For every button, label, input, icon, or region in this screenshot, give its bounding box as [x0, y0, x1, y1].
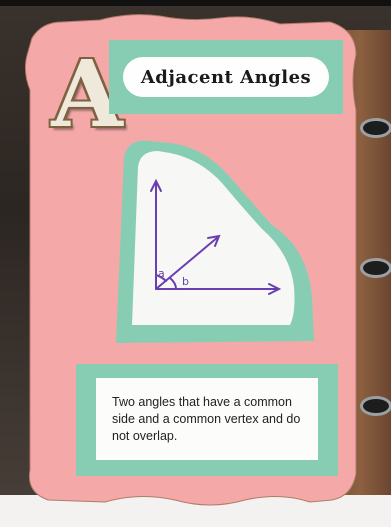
binder-ring — [360, 118, 391, 138]
definition-plate: Two angles that have a common side and a… — [76, 364, 338, 476]
diagonal-arrowhead — [207, 234, 221, 247]
binder-ring — [360, 396, 391, 416]
vertical-arrowhead — [150, 178, 162, 192]
angle-b-arc — [169, 277, 177, 290]
top-edge — [0, 0, 391, 6]
angle-diagram: a b — [116, 140, 314, 343]
horizontal-arrowhead — [268, 283, 282, 295]
definition-text: Two angles that have a common side and a… — [112, 394, 301, 443]
angle-a-label: a — [158, 267, 165, 280]
definition-card: Two angles that have a common side and a… — [96, 378, 318, 460]
angle-b-label: b — [182, 275, 189, 288]
angle-a-arc — [155, 274, 167, 282]
binder-ring — [360, 258, 391, 278]
title-plate: Adjacent Angles — [109, 40, 343, 114]
title-oval: Adjacent Angles — [123, 57, 329, 97]
page-title: Adjacent Angles — [140, 66, 312, 88]
